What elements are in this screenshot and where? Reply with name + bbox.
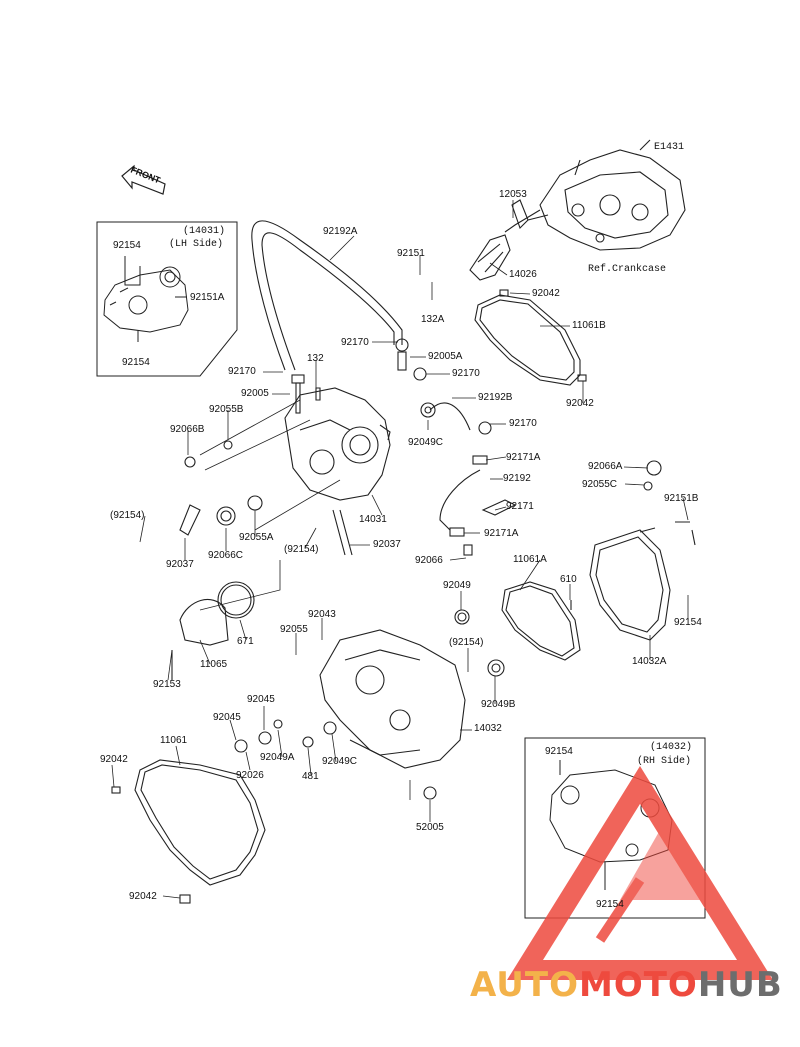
part-label: 11061 [160,735,188,746]
part-label: 92154 [122,357,150,368]
part-label: 52005 [416,822,444,833]
hose-92192A-inner [261,232,395,371]
part-label: 14032 [474,723,502,734]
watermark-logo-icon [507,766,773,980]
part-label: 92055A [239,532,274,543]
part-label: 92192B [478,392,513,403]
part-label: 92049 [443,580,471,591]
part-label: 92049A [260,752,295,763]
part-label: 92066C [208,550,244,561]
part-label: 92042 [129,891,157,902]
part-label: 92066B [170,424,205,435]
hose-92192A [251,220,403,371]
part-label: 132 [307,353,324,364]
part-label: 92154 [545,746,573,757]
part-label: (92154) [449,637,484,648]
gasket-11061A [501,581,581,661]
part-label: 92154 [113,240,141,251]
part-label: 92171 [506,501,534,512]
part-label: 11065 [200,659,228,670]
part-label: 92055B [209,404,244,415]
part-label: 92066 [415,555,443,566]
part-label: 11061A [513,554,547,565]
part-label: 671 [237,636,254,647]
watermark-part3: HUB [697,965,783,1005]
diagram-code: E1431 [654,142,685,153]
gasket-11061B [474,294,581,386]
rh-cover-14032 [319,629,466,769]
lh-box-code: (14031) [183,226,226,237]
ref-crankcase-label: Ref.Crankcase [588,264,667,275]
cover-11065 [179,599,229,646]
part-label: 12053 [499,189,527,200]
chain-guide-parts [469,199,549,281]
clutch-cover-14032A [589,529,671,641]
part-label: 14026 [509,269,537,280]
part-label: 92170 [452,368,480,379]
part-label: 92043 [308,609,336,620]
crankcase-reference [539,139,686,251]
part-label: 14031 [359,514,387,525]
part-label: 92066A [588,461,623,472]
rh-box-code: (14032) [650,742,693,753]
front-arrow-icon [121,164,166,195]
part-label: 92154 [674,617,702,628]
part-label: 92055C [582,479,618,490]
hose-clamps [315,338,517,556]
part-label: 92151B [664,493,699,504]
part-label: 92037 [373,539,401,550]
rh-box-side: (RH Side) [637,756,692,767]
part-label: 92154 [596,899,624,910]
part-label: 132A [421,314,445,325]
part-label: 11061B [572,320,606,331]
part-label: 481 [302,771,319,782]
watermark-text: AUTOMOTOHUB [470,965,783,1005]
lh-cover-14031 [284,374,391,501]
part-label: 92049B [481,699,516,710]
plug-92066B [184,456,196,468]
part-label: 14032A [632,656,667,667]
part-label: (92154) [110,510,145,521]
leader-lines [111,200,689,899]
part-label: 92005A [428,351,463,362]
part-label: 92170 [228,366,256,377]
part-label: 92151A [190,292,225,303]
part-label: 610 [560,574,577,585]
part-label: 92026 [236,770,264,781]
part-label: 92151 [397,248,425,259]
part-label: 92049C [322,756,358,767]
part-label: 92192 [503,473,531,484]
lh-side-inset [96,221,238,377]
part-label: 92045 [247,694,275,705]
oring-671 [217,581,255,619]
part-label: 92192A [323,226,358,237]
part-label: 92045 [213,712,241,723]
part-label: 92170 [341,337,369,348]
gasket-11061 [134,759,266,886]
lh-box-side: (LH Side) [169,239,224,250]
part-label: 92042 [566,398,594,409]
part-label: 92042 [532,288,560,299]
part-label: 92055 [280,624,308,635]
part-label: 92171A [506,452,541,463]
part-label: 92153 [153,679,181,690]
part-label: 92037 [166,559,194,570]
part-label: 92049C [408,437,444,448]
watermark-part1: AUTO [470,965,579,1005]
part-label: 92005 [241,388,269,399]
part-label: 92042 [100,754,128,765]
part-label: (92154) [284,544,319,555]
part-label: 92170 [509,418,537,429]
part-label: 92171A [484,528,519,539]
watermark-part2: MOTO [578,965,698,1005]
